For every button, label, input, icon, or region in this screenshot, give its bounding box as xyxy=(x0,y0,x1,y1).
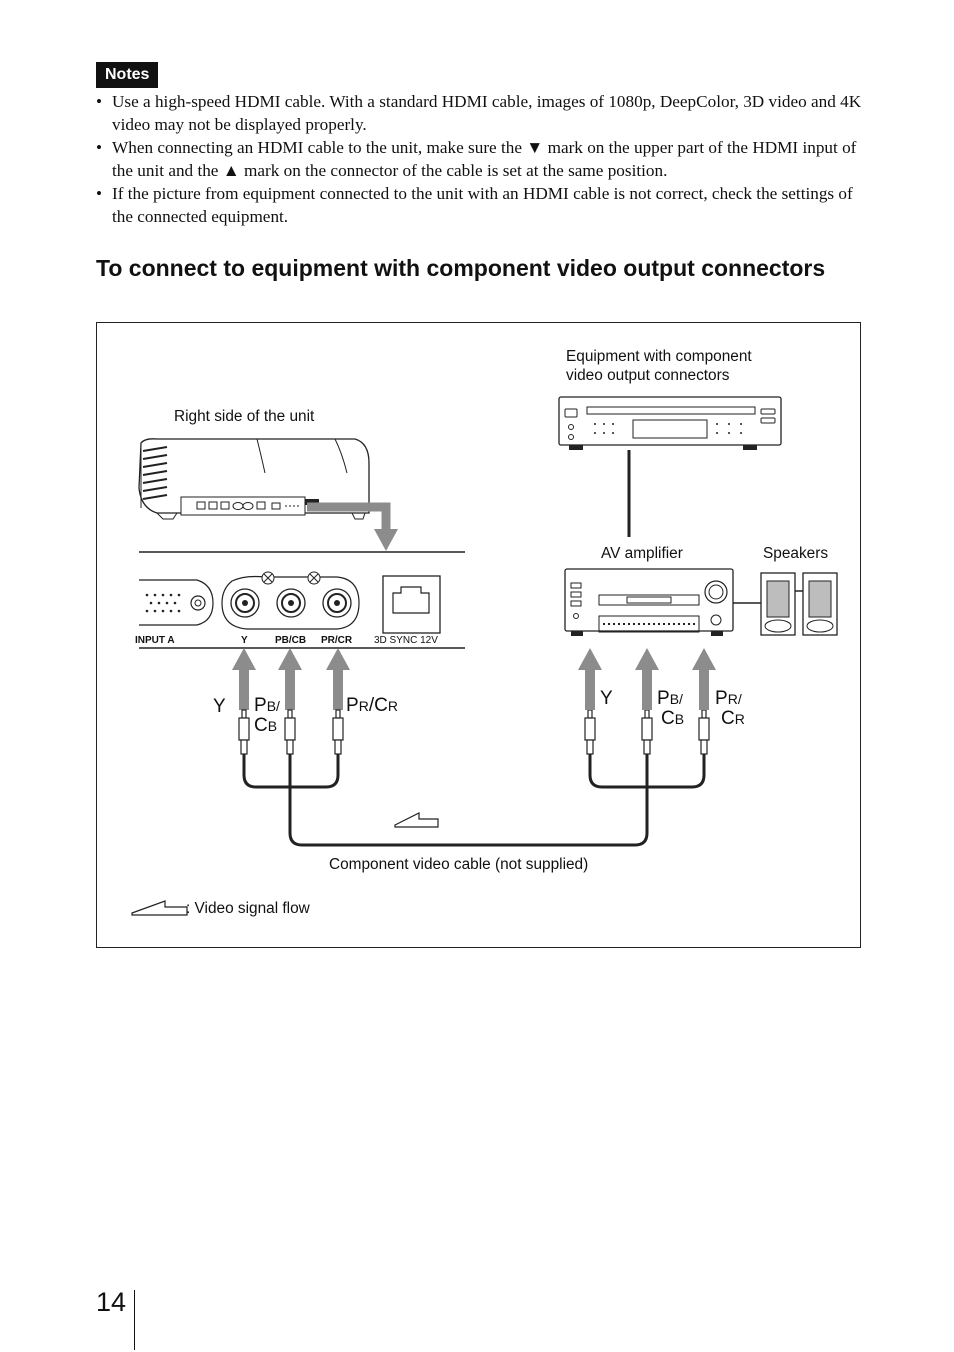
panel-label-y: Y xyxy=(241,635,248,646)
speakers-illustration xyxy=(760,572,838,636)
panel-label-sync: 3D SYNC 12V xyxy=(374,635,438,646)
cable-label: Component video cable (not supplied) xyxy=(329,856,589,873)
note-item: When connecting an HDMI cable to the uni… xyxy=(96,136,866,182)
right-label-y: Y xyxy=(600,688,613,709)
projector-illustration xyxy=(138,438,370,520)
equipment-label: Equipment with component xyxy=(566,348,752,365)
source-equipment-illustration xyxy=(558,396,782,450)
right-rca-plugs xyxy=(584,709,710,755)
section-heading: To connect to equipment with component v… xyxy=(96,255,826,281)
speakers-label: Speakers xyxy=(763,545,829,562)
left-label-cb: CB xyxy=(254,715,278,736)
notes-badge: Notes xyxy=(96,62,159,88)
notes-list: Use a high-speed HDMI cable. With a stan… xyxy=(96,90,866,228)
signal-flow-arrow-icon xyxy=(394,812,439,828)
right-label-cr: CR xyxy=(721,708,745,729)
component-video-cable xyxy=(242,754,706,847)
connector-panel xyxy=(139,551,465,649)
right-label-cb: CB xyxy=(661,708,685,729)
av-amplifier-illustration xyxy=(564,568,734,636)
left-signal-arrows xyxy=(232,648,350,710)
panel-label-input: INPUT A xyxy=(135,635,175,646)
left-label-pr: PR/CR xyxy=(346,695,398,716)
left-label-y: Y xyxy=(213,696,226,717)
left-rca-plugs xyxy=(238,709,344,755)
page-number: 14 xyxy=(96,1287,127,1317)
note-item: Use a high-speed HDMI cable. With a stan… xyxy=(96,90,866,136)
unit-label: Right side of the unit xyxy=(174,408,315,425)
right-label-pb: PB/ xyxy=(657,688,683,709)
right-signal-arrows xyxy=(578,648,716,710)
amplifier-label: AV amplifier xyxy=(601,545,683,562)
legend-label: : Video signal flow xyxy=(186,900,310,917)
diagram-drawing xyxy=(131,396,838,916)
left-label-pb: PB/ xyxy=(254,695,280,716)
panel-label-pb: PB/CB xyxy=(275,635,307,646)
connection-diagram: Equipment with component video output co… xyxy=(96,322,861,948)
right-label-pr: PR/ xyxy=(715,688,742,709)
legend-arrow-icon xyxy=(131,900,188,916)
page-number-rule xyxy=(134,1290,135,1350)
note-item: If the picture from equipment connected … xyxy=(96,182,866,228)
panel-label-pr: PR/CR xyxy=(321,635,353,646)
equipment-label-line2: video output connectors xyxy=(566,367,730,384)
